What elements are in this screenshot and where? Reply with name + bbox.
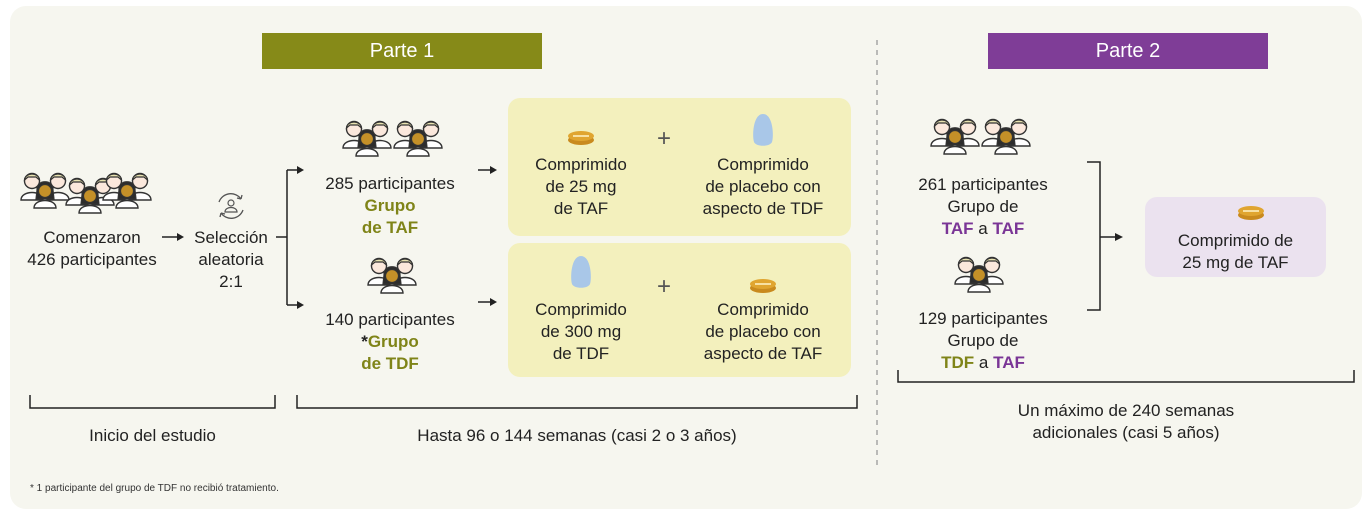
taf-regimen-pill-a: Comprimido de 25 mg de TAF — [535, 155, 627, 218]
part1-banner: Parte 1 — [262, 33, 542, 69]
tdf-regimen-pill-a: Comprimido de 300 mg de TDF — [535, 300, 627, 363]
tdf-regimen-pill-b: Comprimido de placebo con aspecto de TAF — [703, 300, 823, 363]
taf-regimen-plus: + — [656, 125, 671, 152]
timeline-start-label: Inicio del estudio — [89, 426, 216, 445]
footnote: * 1 participante del grupo de TDF no rec… — [30, 483, 279, 494]
randomization-label: Selección aleatoria 2:1 — [194, 228, 268, 291]
people-group-icon-start — [21, 174, 151, 214]
part2-regimen-box — [1145, 197, 1326, 277]
part2-regimen-label: Comprimido de 25 mg de TAF — [1177, 231, 1294, 272]
part2-taf-pill-icon — [1238, 206, 1264, 220]
people-group-icon-part2-taf — [931, 120, 1030, 155]
part2-banner: Parte 2 — [988, 33, 1268, 69]
taf-group-label: 285 participantes Grupo de TAF — [325, 174, 455, 237]
tdf-capsule-icon — [571, 256, 591, 288]
taf-regimen-box — [508, 98, 851, 236]
tdf-regimen-plus: + — [656, 273, 671, 300]
taf-pill-icon — [568, 131, 594, 145]
tdf-regimen-box — [508, 243, 851, 377]
taf-regimen-pill-b: Comprimido de placebo con aspecto de TDF — [702, 155, 824, 218]
placebo-pill-icon — [750, 279, 776, 293]
randomization-icon — [218, 193, 244, 219]
people-group-icon-part2-tdf — [955, 258, 1003, 293]
part2-tdf-group-label: 129 participantes Grupo de TDF a TAF — [918, 309, 1048, 372]
timeline-part1-label: Hasta 96 o 144 semanas (casi 2 o 3 años) — [417, 426, 737, 445]
start-label: Comenzaron 426 participantes — [27, 228, 157, 269]
part2-taf-group-label: 261 participantes Grupo de TAF a TAF — [918, 175, 1048, 238]
tdf-group-label: 140 participantes *Grupo de TDF — [325, 310, 455, 373]
timeline-part2-label: Un máximo de 240 semanas adicionales (ca… — [1017, 401, 1235, 442]
placebo-capsule-icon — [753, 114, 773, 146]
people-group-icon-taf — [343, 122, 442, 157]
people-group-icon-tdf — [368, 259, 416, 294]
